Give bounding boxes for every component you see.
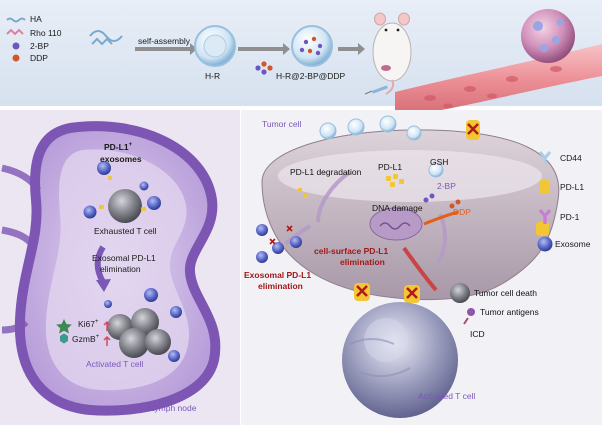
exhausted-t-cell [108,189,142,223]
cell-death-label: Tumor cell death [474,288,537,298]
ki67-star-icon [56,319,72,334]
exo-elim-label-2: elimination [100,264,141,274]
activated-t-cell-cluster [107,308,171,358]
legend-ddp-label: DDP [30,53,48,63]
antigens-label: Tumor antigens [480,307,539,317]
ki67-label: Ki67+ [78,319,99,329]
pdl1-cell-label: PD-L1 [378,162,403,172]
lymph-node-label: Lymph node [150,403,197,413]
tumor-exosomes [256,224,302,263]
upregulation-arrows [103,320,111,346]
2bp-cell-label: 2-BP [437,181,456,191]
gzmb-hexagon-icon [60,333,68,344]
synthesis-arrows [135,43,365,55]
self-assembly-label: self-assembly [138,36,190,46]
ddp-dot-icon [12,54,20,62]
tumor-cell-title: Tumor cell [262,119,302,129]
polymer-strand [89,30,123,46]
tumor-antigens-dots [463,308,475,325]
exosome-icon [139,181,149,191]
exosomes-label: exosomes [100,154,142,164]
pdl1-degradation-label: PD-L1 degradation [290,167,362,177]
exosome-icon [97,161,111,175]
mouse-icon [372,12,412,95]
lymph-exosomes-top [83,161,161,219]
lymph-exosomes-bottom [104,288,182,362]
legend-2bp-label: 2-BP [30,41,49,51]
activated-t-cell-label-tumor: Activated T cell [418,391,476,401]
legend-rho110-label: Rho 110 [30,28,62,38]
exosome-icon [147,196,161,210]
exosome-icon [83,205,97,219]
drug-dots-cell [423,193,461,209]
dna-damage-label: DNA damage [372,203,423,213]
lymph-vessel [1,164,42,334]
hr-loaded-nanoparticle [291,25,333,67]
hr-nanoparticle [194,25,236,67]
exo-elim-label-1: Exosomal PD-L1 [92,253,156,263]
pdl1-icon [539,180,550,194]
pdl1-markers-lymph [99,176,146,211]
rho110-icon [6,28,24,36]
tumor-exo-elim-label-1: Exosomal PD-L1 [244,270,312,280]
surface-elim-label-2: elimination [340,257,385,267]
legend-ha-label: HA [30,14,42,24]
pd1-icon [538,208,552,224]
tumor-sphere-icon [521,9,575,63]
activated-t-cell-label-lymph: Activated T cell [86,359,144,369]
ha-chain-icon [6,17,26,23]
bp2-dot-icon [12,42,20,50]
ddp-cell-label: DDP [453,207,471,217]
syringe-icon [364,85,388,95]
pdl1-cluster-cell [298,174,404,198]
pdl1-crossed-top [466,120,480,140]
lymph-arrow [94,245,106,284]
gsh-label: GSH [430,157,449,167]
pdl1-exosomes-label: PD-L1+ [104,142,133,152]
exhausted-t-cell-label: Exhausted T cell [94,226,157,236]
exosome-legend-icon [537,236,553,252]
dna-icon [379,222,411,230]
hr-label: H-R [205,71,221,81]
vessel-cells [424,66,562,109]
hr-loaded-label: H-R@2-BP@DDP [276,71,346,81]
nucleus-icon [369,207,423,241]
pdl1-crossed-surface [354,222,549,303]
legend-cd44-label: CD44 [560,153,582,163]
exo-crosses [269,225,293,245]
cd44-icon [538,151,552,164]
legend-pd1-label: PD-1 [560,212,580,222]
tumor-exo-elim-label-2: elimination [258,281,303,291]
death-arrow [402,246,438,292]
surface-elim-label-1: cell-surface PD-L1 [314,246,389,256]
drug-cluster [255,61,273,75]
icd-label: ICD [470,329,485,339]
legend-exosome-label: Exosome [555,239,591,249]
activated-t-cell-large [342,302,458,418]
legend-pdl1-label: PD-L1 [560,182,585,192]
ddp-arrow [423,210,459,226]
t-cell-icon [450,283,470,303]
gzmb-label: GzmB+ [72,334,100,344]
tumor-nanoparticles [319,115,444,178]
